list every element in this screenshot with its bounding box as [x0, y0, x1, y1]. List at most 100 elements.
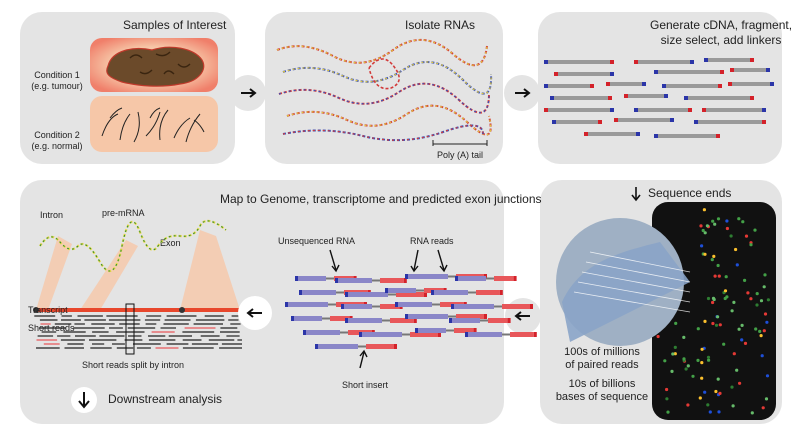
cluster-dot: [760, 354, 764, 358]
rna-reads-illustration: [285, 249, 537, 369]
cluster-dot: [740, 323, 744, 327]
rna-read-pair: [315, 344, 397, 349]
cluster-dot: [729, 234, 733, 238]
cluster-dot: [714, 389, 718, 394]
condition2-line2: (e.g. normal): [31, 141, 83, 151]
cluster-dot: [682, 335, 686, 339]
cluster-dot: [700, 376, 704, 380]
cluster-dot: [682, 357, 686, 361]
cluster-dot: [703, 231, 707, 235]
cluster-dot: [663, 359, 667, 363]
cdna-fragment: [728, 82, 774, 86]
rna-read-pair: [345, 318, 417, 323]
cluster-dot: [696, 358, 700, 362]
rna-read-pair: [451, 304, 533, 309]
cluster-dot: [738, 381, 742, 385]
cluster-dot: [724, 275, 728, 279]
cluster-dot: [665, 387, 669, 392]
cdna-fragment: [704, 58, 754, 62]
cluster-dot: [718, 391, 722, 395]
rna-read-pair: [359, 332, 441, 337]
cluster-dot: [718, 323, 722, 327]
cluster-dot: [702, 208, 706, 212]
cluster-dot: [700, 347, 704, 351]
cluster-dot: [755, 303, 759, 307]
cluster-dot: [717, 274, 721, 278]
panel-map-genome: Map to Genome, transcriptome and predict…: [20, 180, 542, 424]
cluster-dot: [737, 217, 741, 221]
cluster-dot: [691, 374, 695, 378]
cluster-dot: [705, 224, 709, 228]
cluster-dot: [716, 263, 720, 268]
rna-read-pair: [415, 328, 477, 333]
cluster-dot: [740, 338, 744, 342]
cluster-dot: [732, 300, 736, 304]
rna-read-pair: [341, 304, 403, 309]
rna-read-pair: [431, 290, 503, 295]
stat2-line1: 10s of billions: [568, 378, 636, 390]
cdna-fragment: [544, 60, 614, 64]
arrow-right-1: [230, 75, 266, 111]
cdna-fragment: [702, 108, 766, 112]
cluster-dot: [730, 385, 734, 389]
mapping-illustration: [33, 219, 244, 355]
arrow-right-icon: [515, 88, 531, 98]
cluster-dot: [741, 220, 745, 224]
panel-sequence-title: Sequence ends: [648, 186, 732, 200]
condition1-line2: (e.g. tumour): [31, 81, 83, 91]
cdna-fragment: [552, 120, 602, 124]
cluster-dot: [665, 397, 669, 401]
cluster-dot: [725, 226, 729, 231]
cdna-fragment: [654, 134, 720, 138]
cluster-dot: [723, 289, 728, 293]
cluster-dot: [708, 410, 712, 414]
flowcell-illustration: [556, 202, 776, 420]
arrow-left-icon: [514, 311, 530, 321]
cluster-dot: [703, 390, 707, 394]
normal-tissue-illustration: [90, 96, 218, 152]
condition1-label: Condition 1 (e.g. tumour): [26, 70, 88, 92]
cluster-dot: [732, 352, 736, 356]
cluster-dot: [746, 291, 750, 295]
rna-read-pair: [455, 276, 517, 281]
cluster-dot: [762, 285, 766, 289]
cluster-dot: [696, 327, 700, 331]
cluster-dot: [766, 298, 770, 302]
arrow-left-1: [505, 298, 541, 334]
cluster-dot: [758, 329, 762, 333]
cluster-dot: [762, 329, 766, 333]
cluster-dot: [703, 252, 707, 256]
cluster-dot: [673, 345, 677, 349]
cluster-dot: [701, 228, 705, 233]
rna-strands-illustration: [276, 38, 493, 146]
cluster-dot: [686, 403, 690, 407]
cdna-fragments-illustration: [544, 58, 774, 138]
cluster-dot: [734, 247, 738, 252]
cluster-dot: [764, 397, 769, 401]
cluster-dot: [711, 219, 715, 223]
cdna-fragment: [544, 108, 614, 112]
cluster-dot: [761, 406, 765, 410]
panel-cdna-title-line1: Generate cDNA, fragment,: [650, 18, 793, 32]
panel-map-title: Map to Genome, transcriptome and predict…: [220, 192, 542, 206]
cdna-fragment: [554, 72, 614, 76]
panel-cdna-title-line2: size select, add linkers: [660, 33, 782, 47]
cluster-dot: [673, 352, 677, 356]
arrow-down-icon: [631, 187, 641, 202]
cluster-dot: [763, 312, 768, 316]
cdna-fragment: [684, 96, 754, 100]
panel-generate-cdna: Generate cDNA, fragment, size select, ad…: [538, 12, 792, 164]
cluster-dot: [717, 410, 721, 414]
cluster-dot: [670, 369, 674, 373]
rna-read-pair: [465, 332, 537, 337]
cdna-fragment: [624, 94, 668, 98]
cluster-dot: [686, 364, 690, 368]
cluster-dot: [699, 224, 703, 228]
cluster-dot: [713, 274, 717, 278]
rna-read-pair: [405, 314, 487, 319]
cluster-dot: [671, 352, 675, 356]
cluster-dot: [711, 300, 715, 305]
cluster-dot: [753, 228, 757, 232]
cluster-dot: [716, 315, 720, 319]
split-by-intron-label: Short reads split by intron: [82, 360, 185, 370]
